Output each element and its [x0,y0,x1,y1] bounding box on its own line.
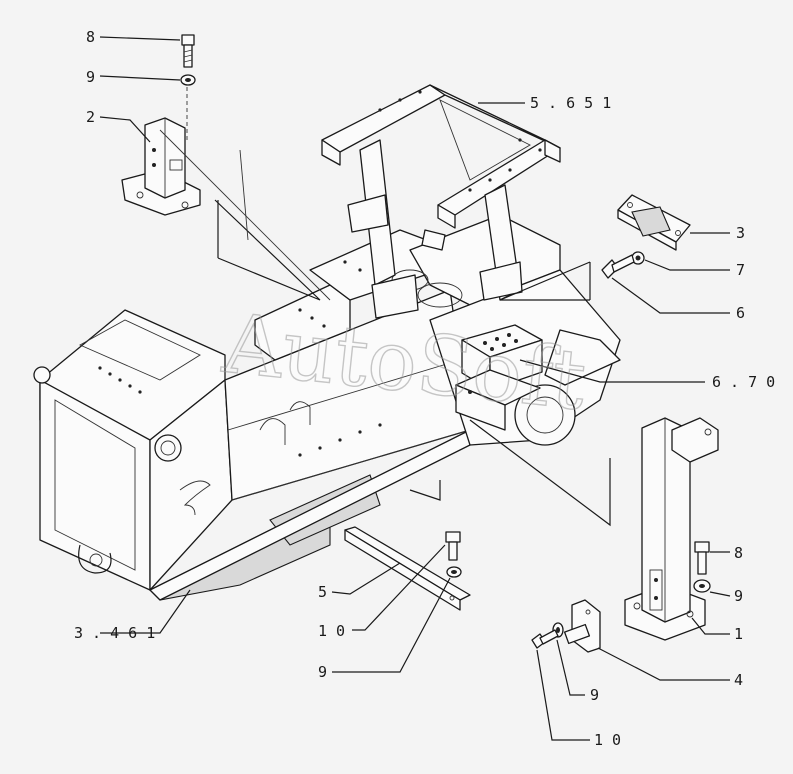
callout-6-70: 6 . 7 0 [712,373,775,391]
callout-3-461: 3 . 4 6 1 [74,624,155,642]
callout-8-right: 8 [734,544,743,562]
callout-5-651: 5 . 6 5 1 [530,94,611,112]
washer-9-center [446,566,462,578]
washer-9-top [180,74,196,86]
leader-lines [99,36,731,741]
callout-labels: 8 9 2 5 . 6 5 1 3 7 6 6 . 7 0 8 9 1 4 9 … [74,28,775,749]
bolt-10-bottom-right [531,629,559,649]
bolt-8-right [694,541,710,575]
callout-3: 3 [736,224,745,242]
bolt-8-top [181,34,195,68]
callout-6: 6 [736,304,745,322]
callout-9-right: 9 [734,587,743,605]
part-5-bar [344,526,471,611]
rops-frame-assembly [321,84,561,319]
callout-5: 5 [318,583,327,601]
part-3-plate [617,194,691,251]
callout-9-center: 9 [318,663,327,681]
part-1-bracket [624,417,719,641]
part-2-bracket [121,87,201,216]
assembly-guide-lines [159,129,611,527]
valve-block [455,324,543,431]
washer-9-right [693,579,711,593]
callout-9-bottom-right: 9 [590,686,599,704]
callout-10-center: 1 0 [318,622,345,640]
callout-8-top: 8 [86,28,95,46]
callout-7: 7 [736,261,745,279]
callout-9-top: 9 [86,68,95,86]
callout-10-bottom-right: 1 0 [594,731,621,749]
bolt-10-center [445,531,461,561]
main-chassis-frame [33,214,621,601]
bolt-6 [601,254,635,279]
callout-1: 1 [734,625,743,643]
callout-4: 4 [734,671,743,689]
part-4-pin [563,599,601,653]
callout-2: 2 [86,108,95,126]
